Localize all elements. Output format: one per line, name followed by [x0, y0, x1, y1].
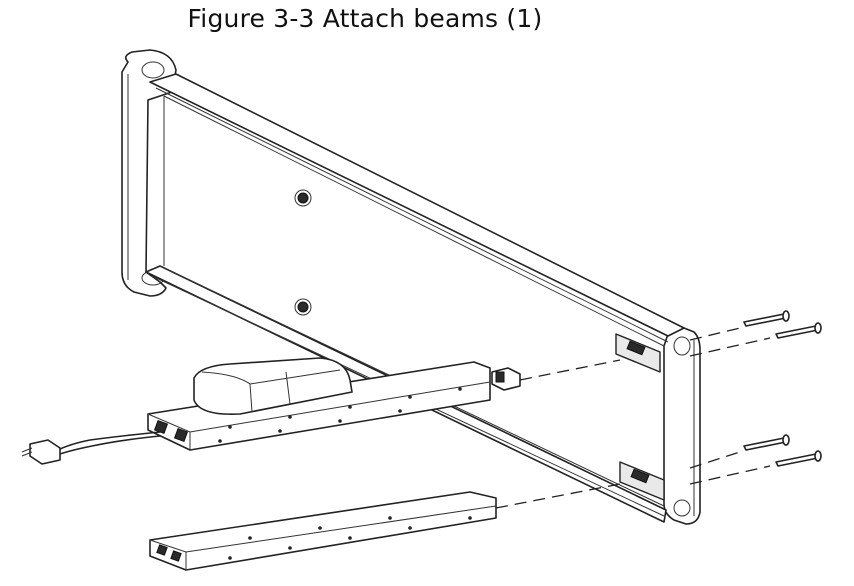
cable [21, 431, 161, 465]
beam-with-battery-box [147, 357, 521, 451]
beam-lower [149, 491, 497, 571]
figure-caption: Figure 3-3 Attach beams (1) [187, 4, 543, 33]
screw-icon [743, 310, 822, 467]
bracket-frame [121, 49, 701, 525]
alignment-lines [495, 327, 771, 509]
